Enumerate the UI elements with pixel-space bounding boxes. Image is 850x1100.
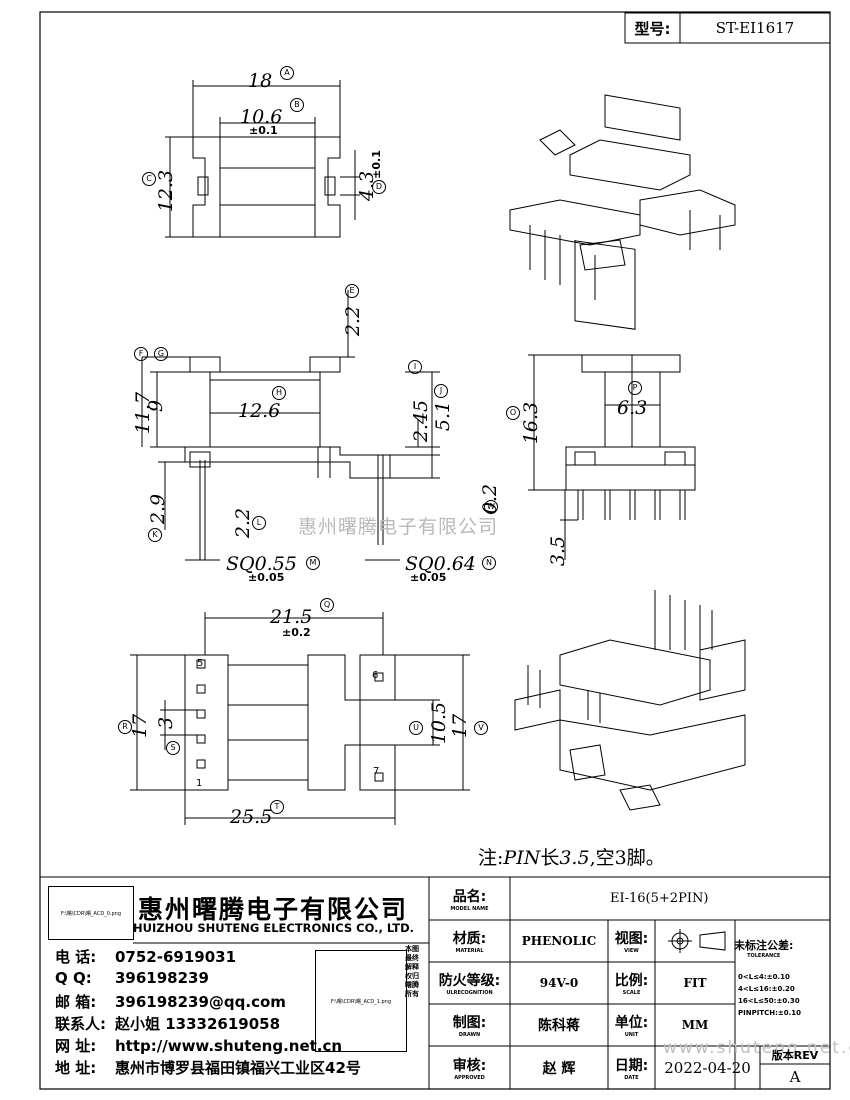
scale-value: FIT [683, 976, 707, 990]
callout-m: M [306, 556, 320, 570]
revision-label: 版本REV [771, 1049, 819, 1062]
dim-sq-0-64: SQ0.64 [405, 553, 476, 575]
tol-m: ±0.05 [248, 571, 285, 584]
dim-12-6: 12.6 [238, 400, 281, 422]
dim-21-5: 21.5 [270, 606, 313, 628]
material-label: 材质:MATERIAL [452, 931, 487, 954]
scale-label: 比例:SCALE [614, 973, 649, 996]
tol-n: ±0.05 [410, 571, 447, 584]
tolerance-row: PINPITCH:±0.10 [738, 1009, 802, 1017]
dim-12-3: 12.3 [155, 169, 178, 213]
contact-address: 地 址:惠州市博罗县福田镇福兴工业区42号 [55, 1059, 361, 1077]
callout-c: C [142, 172, 156, 186]
callout-g: G [154, 347, 168, 361]
name-label: 品名:MODEL NAME [450, 888, 489, 912]
dim-10-5: 10.5 [428, 701, 451, 745]
tolerance-row: 16<L≤50:±0.30 [738, 997, 800, 1005]
callout-d: D [372, 180, 386, 194]
callout-e: E [345, 284, 359, 298]
stamp-vertical-text: 本图最终解释权归曙腾所有 [405, 945, 419, 998]
callout-j: J [434, 384, 448, 398]
dim-11-7: 11.7 [132, 391, 155, 435]
pin-note: 注:PIN长3.5,空3脚。 [478, 847, 665, 869]
pin-number-7: 7 [373, 766, 380, 777]
watermark-company: 惠州曙腾电子有限公司 [298, 516, 499, 538]
tolerance-row: 0<L≤4:±0.10 [738, 973, 790, 981]
tol-q: ±0.2 [282, 626, 311, 639]
callout-o: O [506, 406, 520, 420]
dim-2-2-e: 2.2 [342, 305, 365, 337]
contact-qq: Q Q:396198239 [55, 969, 209, 987]
contact-website: 网 址:http://www.shuteng.net.cn [55, 1037, 343, 1055]
dim-10-6: 10.6 [240, 106, 283, 128]
callout-q: Q [320, 598, 334, 612]
revision-value: A [789, 1067, 801, 1086]
date-label: 日期:DATE [614, 1057, 649, 1081]
callout-t: T [270, 800, 284, 814]
callout-n: N [482, 556, 496, 570]
callout-s: S [166, 741, 180, 755]
dim-18: 18 [248, 70, 273, 92]
dim-2-45: 2.45 [410, 399, 433, 443]
callout-i: I [408, 360, 422, 374]
company-logo: F:\曙\CDR\曙_ACD_0.png [48, 886, 134, 940]
callout-r: R [118, 720, 132, 734]
contact-email: 邮 箱:396198239@qq.com [55, 993, 286, 1011]
callout-a: A [280, 66, 294, 80]
contact-person: 联系人:赵小姐 13332619058 [55, 1015, 281, 1033]
dim-9: 9 [145, 399, 168, 413]
pin-number-1: 1 [196, 778, 203, 789]
tolerance-row: 4<L≤16:±0.20 [738, 985, 795, 993]
callout-h: H [272, 386, 286, 400]
tol-b: ±0.1 [249, 124, 278, 137]
callout-f: F [134, 347, 148, 361]
date-value: 2022-04-20 [664, 1058, 751, 1077]
dim-17-r: 17 [129, 713, 152, 739]
unit-label: 单位:UNIT [614, 1015, 649, 1038]
unit-value: MM [681, 1018, 709, 1032]
dim-6-3: 6.3 [617, 397, 648, 419]
model-number: ST-EI1617 [715, 19, 795, 37]
fire-rating-label: 防火等级:ULRECOGNITION [438, 973, 501, 996]
dim-2-9: 2.9 [147, 493, 170, 525]
callout-u: U [409, 721, 423, 735]
view-label: 视图:VIEW [614, 931, 649, 954]
watermark-url: www.shuteng.net.cn [663, 1038, 850, 1058]
pin-number-5: 5 [197, 658, 204, 669]
callout-b: B [290, 98, 304, 112]
company-name-en: HUIZHOU SHUTENG ELECTRONICS CO., LTD. [133, 921, 415, 935]
callout-v: V [474, 721, 488, 735]
callout-k: K [148, 528, 162, 542]
approved-label: 审核:APPROVED [452, 1057, 487, 1081]
dim-3-5: 3.5 [547, 535, 570, 567]
dim-16-3: 16.3 [520, 401, 543, 445]
dim-sq-0-55: SQ0.55 [226, 553, 297, 575]
name-value: EI-16(5+2PIN) [610, 891, 709, 906]
callout-w: W [484, 500, 498, 514]
fire-rating-value: 94V-0 [539, 976, 579, 990]
dim-3-s: 3 [155, 716, 178, 730]
dim-17-v: 17 [449, 713, 472, 739]
model-label: 型号: [634, 19, 671, 38]
material-value: PHENOLIC [521, 934, 597, 948]
dim-25-5: 25.5 [230, 806, 273, 828]
pin-number-6: 6 [372, 670, 379, 681]
company-name-cn: 惠州曙腾电子有限公司 [138, 895, 409, 924]
drawn-label: 制图:DRAWN [452, 1015, 487, 1038]
tol-d: ±0.1 [369, 150, 383, 179]
approved-value: 赵 辉 [542, 1060, 576, 1077]
drawn-value: 陈科蒋 [538, 1018, 580, 1034]
dim-2-2-l: 2.2 [232, 507, 255, 539]
callout-l: L [252, 516, 266, 530]
callout-p: P [628, 381, 642, 395]
contact-phone: 电 话:0752-6919031 [55, 948, 237, 966]
dim-5-1: 5.1 [432, 400, 455, 432]
tolerance-label: 未标注公差:TOLERANCE [734, 939, 794, 959]
company-stamp: F:\曙\CDR\曙_ACD_1.png [315, 950, 407, 1052]
